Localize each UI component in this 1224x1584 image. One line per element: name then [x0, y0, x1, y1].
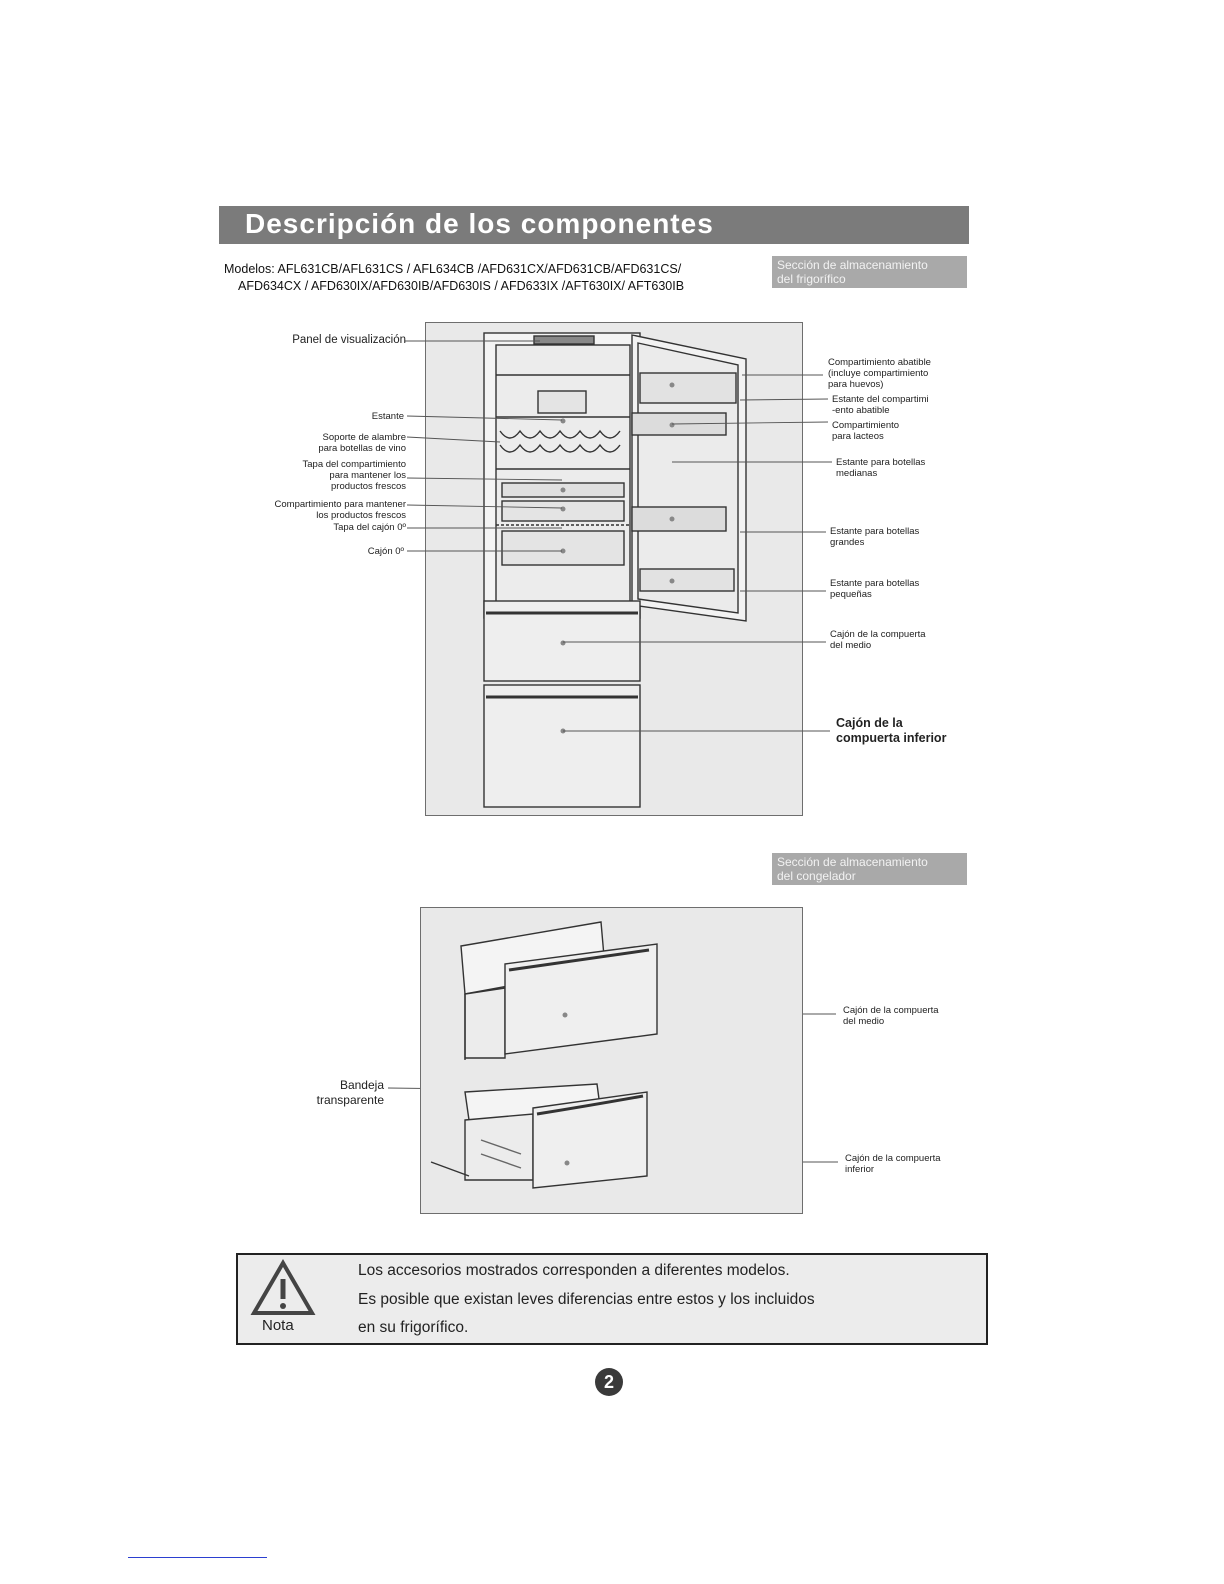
label-transparent-tray: Bandeja transparente: [317, 1078, 384, 1108]
label-fridge-middle-drawer-line-2: del medio: [830, 640, 872, 651]
label-fresh-cover-line-1: Tapa del compartimiento: [302, 459, 407, 470]
label-freezer-middle-drawer-line-2: del medio: [843, 1016, 885, 1027]
label-flip-shelf-line-2: -ento abatible: [832, 405, 890, 416]
label-fresh-cover-line-3: productos frescos: [331, 481, 406, 492]
label-zero-drawer: Cajón 0º: [367, 546, 404, 557]
label-medium-bottles-line-2: medianas: [836, 468, 878, 479]
label-dairy-line-2: para lacteos: [832, 431, 884, 442]
models-line-2: AFD634CX / AFD630IX/AFD630IB/AFD630IS / …: [238, 279, 685, 293]
freezer-illustration: [430, 921, 658, 1189]
label-flip-shelf-line-1: Estante del compartimi: [832, 394, 929, 405]
models-line-1: Modelos: AFL631CB/AFL631CS / AFL634CB /A…: [224, 262, 682, 276]
label-flip-comp-line-2: (incluye compartimiento: [828, 368, 929, 379]
label-medium-bottles: Estante para botellas medianas: [836, 457, 925, 479]
page-number-badge: 2: [595, 1368, 623, 1396]
freezer-section-line-1: Sección de almacenamiento: [777, 855, 928, 869]
label-freezer-bottom-drawer-line-2: inferior: [845, 1164, 875, 1175]
label-medium-bottles-line-1: Estante para botellas: [836, 457, 926, 468]
label-fridge-bottom-drawer-line-2: compuerta inferior: [836, 731, 947, 745]
label-fridge-bottom-drawer-line-1: Cajón de la: [836, 716, 903, 730]
label-large-bottles-line-2: grandes: [830, 537, 865, 548]
label-fresh-cover: Tapa del compartimiento para mantener lo…: [303, 459, 407, 492]
label-fresh-cover-line-2: para mantener los: [329, 470, 406, 481]
footer-rule: [128, 1557, 267, 1558]
label-wine-rack: Soporte de alambre para botellas de vino: [318, 432, 406, 454]
label-freezer-bottom-drawer: Cajón de la compuerta inferior: [845, 1153, 941, 1175]
label-freezer-middle-drawer: Cajón de la compuerta del medio: [843, 1005, 939, 1027]
section-title-bar: Descripción de los componentes: [219, 206, 969, 244]
label-fridge-middle-drawer-line-1: Cajón de la compuerta: [830, 629, 926, 640]
fridge-section-tag: Sección de almacenamiento del frigorífic…: [772, 256, 967, 288]
label-tray-line-1: Bandeja: [339, 1078, 384, 1092]
note-box: Nota Los accesorios mostrados correspond…: [236, 1253, 988, 1345]
fridge-section-line-2: del frigorífico: [777, 272, 846, 286]
label-display-panel: Panel de visualización: [292, 334, 406, 346]
label-dairy-line-1: Compartimiento: [832, 420, 900, 431]
label-small-bottles: Estante para botellas pequeñas: [830, 578, 919, 600]
fridge-section-line-1: Sección de almacenamiento: [777, 258, 928, 272]
label-wine-rack-line-1: Soporte de alambre: [322, 432, 406, 443]
label-flip-comp-line-1: Compartimiento abatible: [828, 357, 931, 368]
label-dairy: Compartimiento para lacteos: [832, 420, 899, 442]
label-small-bottles-line-1: Estante para botellas: [830, 578, 920, 589]
note-line-2: Es posible que existan leves diferencias…: [358, 1291, 815, 1308]
freezer-section-tag: Sección de almacenamiento del congelador: [772, 853, 967, 885]
label-large-bottles: Estante para botellas grandes: [830, 526, 919, 548]
fridge-illustration: [483, 332, 747, 808]
label-tray-line-2: transparente: [316, 1093, 384, 1107]
freezer-illustration-frame: [420, 907, 803, 1214]
label-flip-comp-line-3: para huevos): [828, 379, 884, 390]
label-large-bottles-line-1: Estante para botellas: [830, 526, 920, 537]
label-freezer-middle-drawer-line-1: Cajón de la compuerta: [843, 1005, 939, 1016]
label-shelf: Estante: [371, 411, 404, 422]
label-fresh-comp-line-2: los productos frescos: [316, 510, 406, 521]
note-line-1: Los accesorios mostrados corresponden a …: [358, 1262, 790, 1279]
fridge-illustration-frame: [425, 322, 803, 816]
warning-icon: [250, 1259, 316, 1315]
label-fresh-compartment: Compartimiento para mantener los product…: [275, 499, 406, 521]
label-small-bottles-line-2: pequeñas: [830, 589, 872, 600]
label-fresh-comp-line-1: Compartimiento para mantener: [274, 499, 406, 510]
label-fridge-middle-drawer: Cajón de la compuerta del medio: [830, 629, 926, 651]
label-zero-cover: Tapa del cajón 0º: [333, 522, 406, 533]
note-line-3: en su frigorífico.: [358, 1319, 469, 1336]
label-flip-compartment: Compartimiento abatible (incluye compart…: [828, 357, 931, 390]
label-wine-rack-line-2: para botellas de vino: [318, 443, 406, 454]
label-flip-shelf: Estante del compartimi -ento abatible: [832, 394, 929, 416]
freezer-section-line-2: del congelador: [777, 869, 856, 883]
label-fridge-bottom-drawer: Cajón de la compuerta inferior: [836, 716, 946, 746]
page-title: Descripción de los componentes: [245, 208, 714, 239]
label-freezer-bottom-drawer-line-1: Cajón de la compuerta: [845, 1153, 941, 1164]
note-icon-label: Nota: [262, 1317, 294, 1334]
